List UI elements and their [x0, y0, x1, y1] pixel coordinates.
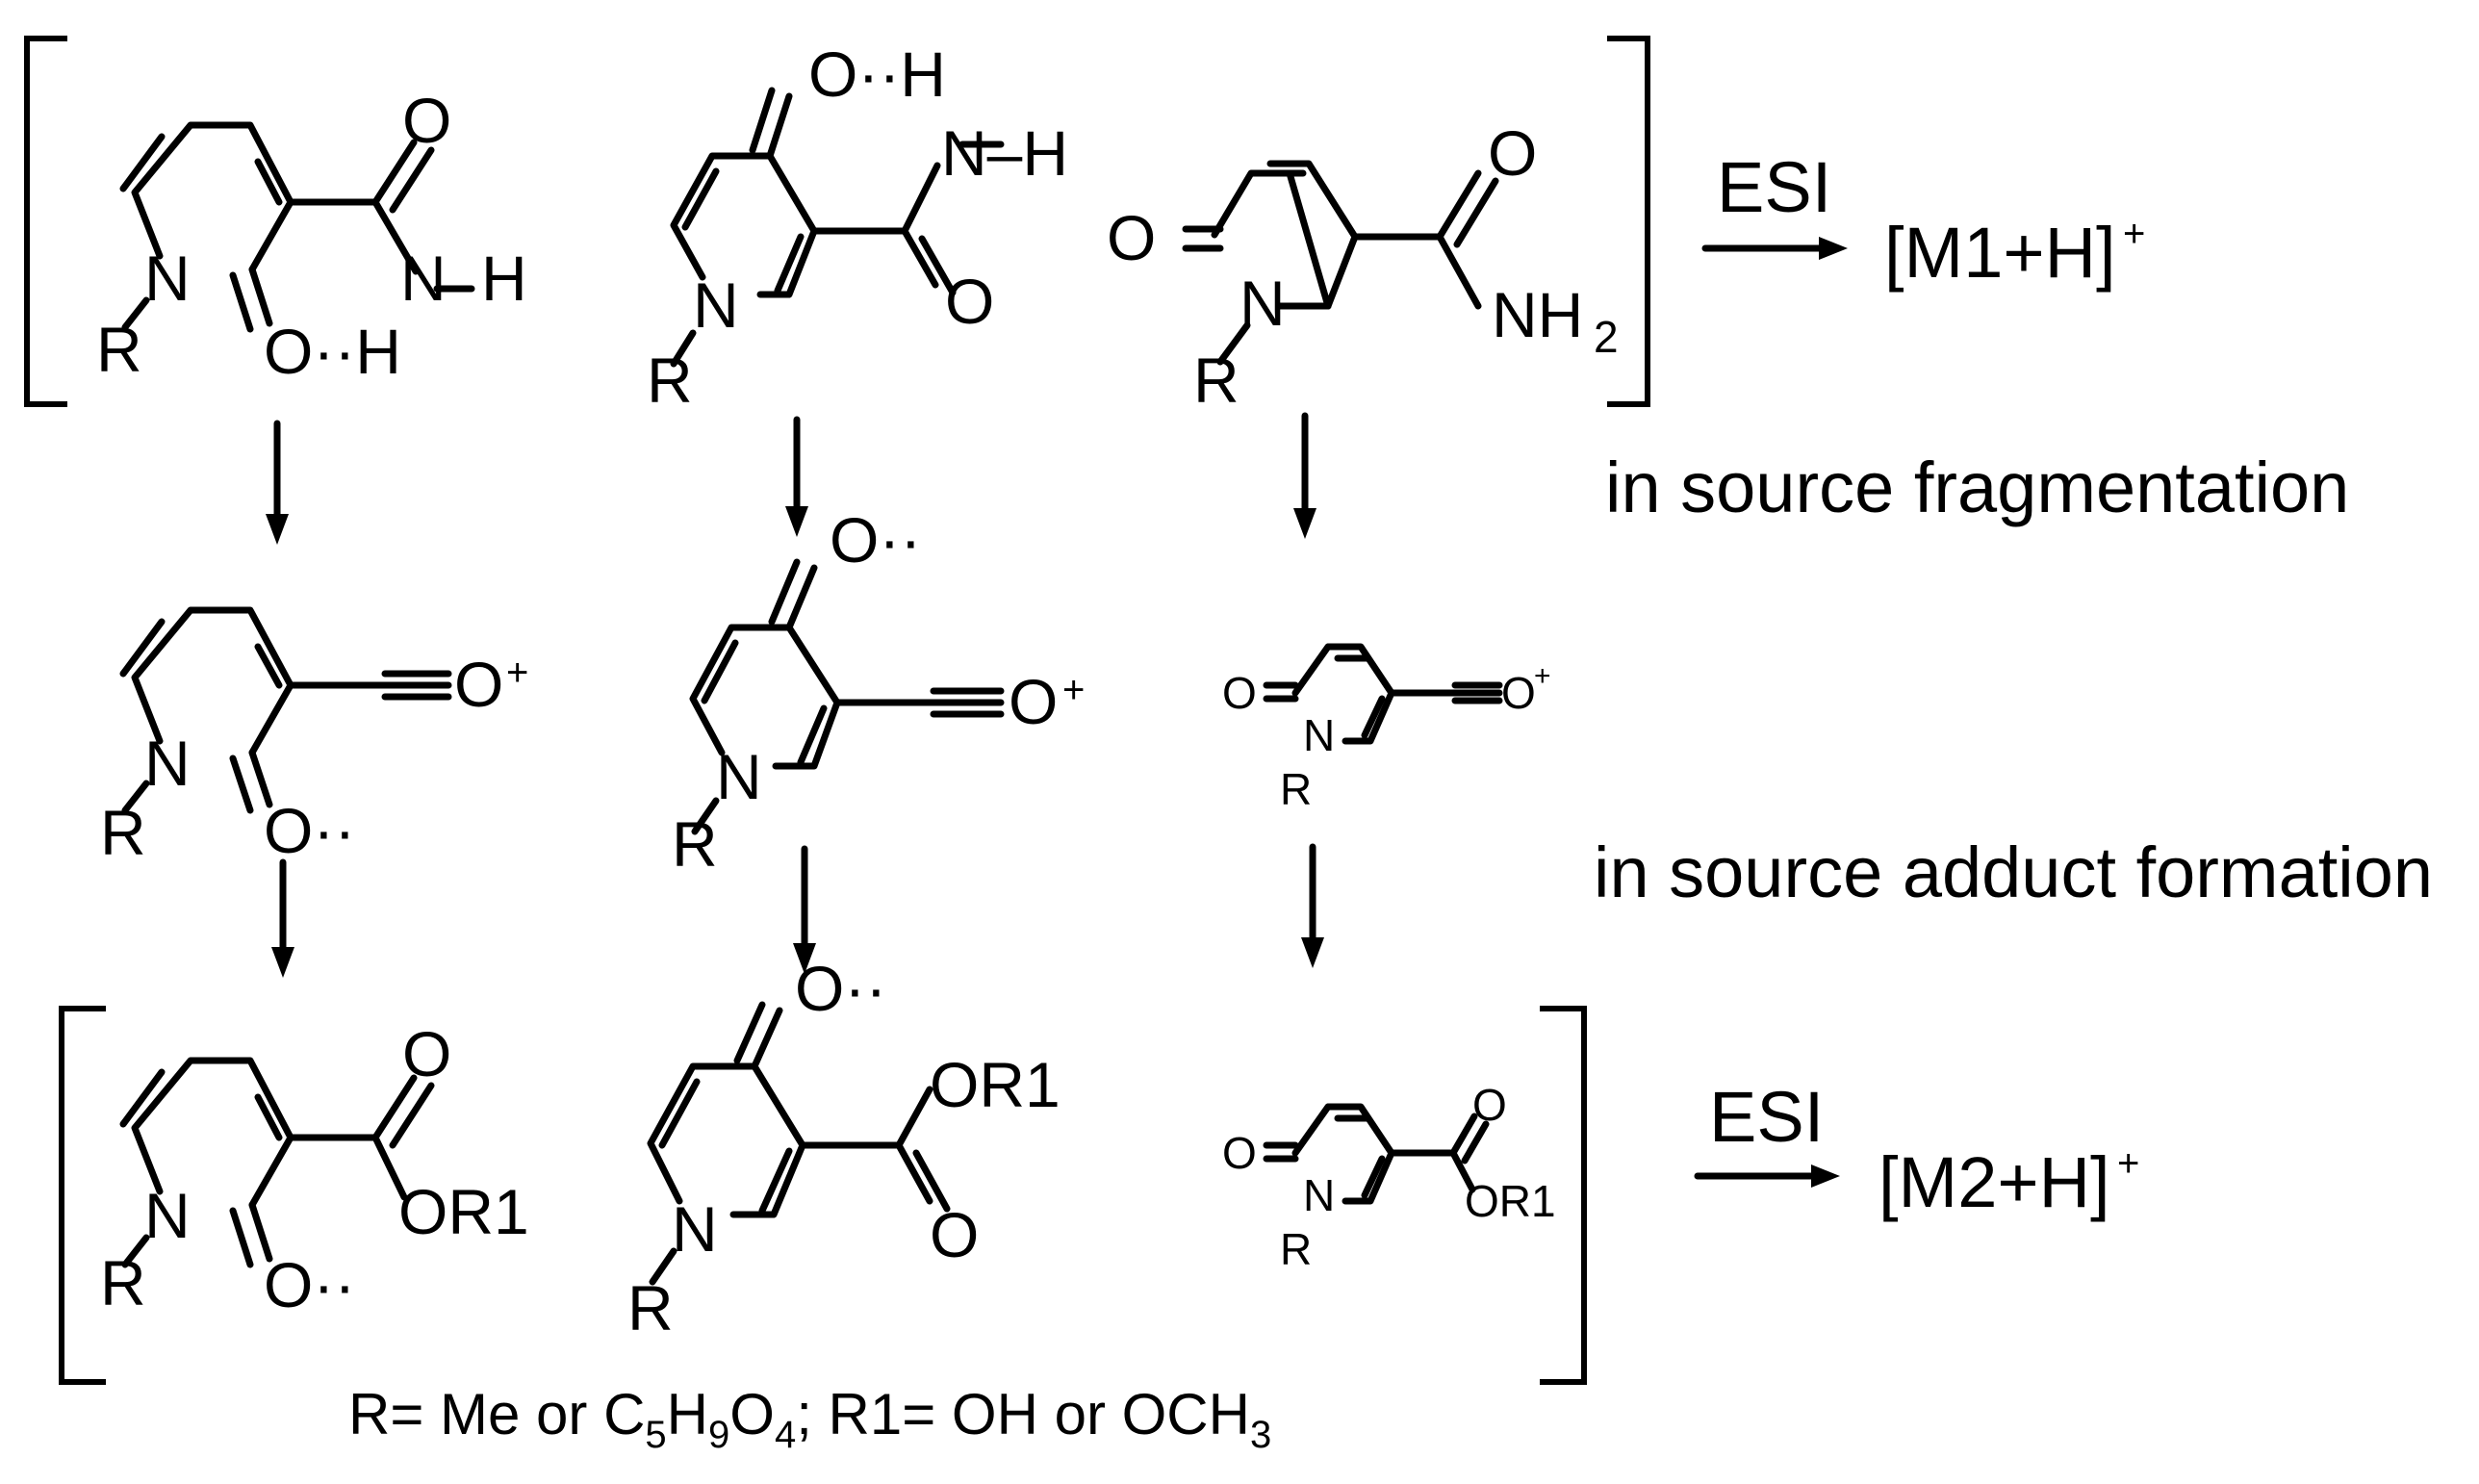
product-2-pyridone-acid: N R O OR1 O·· [100, 1018, 529, 1320]
atom-o-acylium: O [454, 649, 503, 720]
product-2-pyridone-5-acid: O N R O OR1 [1222, 1080, 1556, 1274]
atom-o-anion: O·· [795, 953, 886, 1024]
acylium-2-pyridone-5: O N R O + [1222, 643, 1551, 814]
atom-r: R [627, 1272, 674, 1343]
atom-h-amide: H [481, 243, 527, 314]
atom-o-carbonyl: O [930, 1199, 979, 1270]
atom-o-anion: O·· [264, 1249, 355, 1320]
structure-2-pyridone-carboxamide: N R O N H O··H [96, 85, 527, 387]
bracket-top-left [24, 36, 67, 407]
product-m1: [M1+H] [1884, 213, 2116, 293]
atom-n: N [1240, 268, 1286, 339]
atom-o: O [1107, 202, 1156, 273]
atom-n: N [716, 741, 762, 812]
atom-n: N [144, 1180, 191, 1251]
atom-o-hbond: O··H [808, 38, 946, 110]
structure-2-pyridone-5-carboxamide: O N R O NH 2 [1107, 117, 1619, 416]
atom-r: R [96, 314, 142, 385]
atom-or1: OR1 [1465, 1176, 1556, 1226]
esi-arrow-bottom: ESI [M2+H] + [1694, 1077, 2139, 1222]
atom-or1: OR1 [930, 1049, 1061, 1120]
atom-o-acylium: O [1501, 668, 1536, 718]
atom-n: N [1303, 1170, 1335, 1220]
acylium-2-pyridone: N R O + O·· [100, 606, 528, 868]
atom-o-carbonyl: O [1488, 117, 1537, 189]
product-4-pyridone-acid: N R O·· OR1 O [627, 953, 1061, 1343]
atom-n: N [1303, 710, 1335, 760]
esi-arrow-top: ESI [M1+H] + [1701, 147, 2145, 293]
atom-r: R [100, 797, 146, 868]
atom-o-carbonyl: O [402, 1018, 451, 1089]
atom-nh2-subscript: 2 [1594, 312, 1619, 362]
atom-n-amide: N–H [941, 117, 1068, 189]
esi-label-top: ESI [1717, 147, 1831, 227]
arrow-down [785, 416, 808, 537]
acylium-charge: + [1062, 669, 1085, 711]
arrow-down [266, 420, 289, 545]
atom-o-anion: O·· [264, 795, 355, 866]
atom-n: N [144, 728, 191, 799]
atom-or1: OR1 [398, 1176, 529, 1247]
product-m1-charge: + [2123, 213, 2145, 255]
atom-r: R [672, 808, 718, 880]
atom-n-amide: N [400, 243, 447, 314]
label-adduct-formation: in source adduct formation [1594, 832, 2433, 912]
acylium-charge: + [1534, 660, 1551, 692]
atom-o-carbonyl: O [1472, 1080, 1507, 1130]
atom-o: O [1222, 668, 1257, 718]
atom-o-carbonyl: O [402, 85, 451, 156]
acylium-4-pyridone: N R O·· O + [672, 504, 1085, 880]
atom-o-anion: O·· [830, 504, 921, 576]
atom-o-hbond: O··H [264, 316, 401, 387]
bracket-bottom-left [59, 1006, 106, 1385]
esi-label-bottom: ESI [1709, 1077, 1824, 1157]
atom-n: N [693, 269, 739, 341]
structure-4-pyridone-carboxamide: N R O··H N–H O [647, 38, 1068, 416]
atom-r: R [1280, 764, 1312, 814]
atom-o-carbonyl: O [945, 266, 994, 337]
arrow-down [1301, 843, 1324, 968]
bracket-bottom-right [1540, 1006, 1587, 1385]
product-m2: [M2+H] [1878, 1142, 2110, 1222]
atom-r: R [1280, 1224, 1312, 1274]
bracket-top-right [1607, 36, 1650, 407]
atom-r: R [100, 1247, 146, 1318]
label-fragmentation: in source fragmentation [1605, 448, 2349, 527]
atom-r: R [647, 345, 693, 416]
footnote-definitions: R= Me or C5H9O4; R1= OH or OCH3 [348, 1382, 1271, 1456]
atom-nh2: NH [1492, 279, 1583, 350]
atom-r: R [1193, 345, 1240, 416]
acylium-charge: + [506, 652, 528, 694]
atom-n: N [144, 243, 191, 314]
atom-o: O [1222, 1128, 1257, 1178]
arrow-down [271, 858, 294, 978]
arrow-down [793, 845, 816, 974]
product-m2-charge: + [2117, 1142, 2139, 1185]
atom-n: N [672, 1193, 718, 1265]
arrow-down [1293, 412, 1316, 539]
atom-o-acylium: O [1009, 666, 1058, 737]
